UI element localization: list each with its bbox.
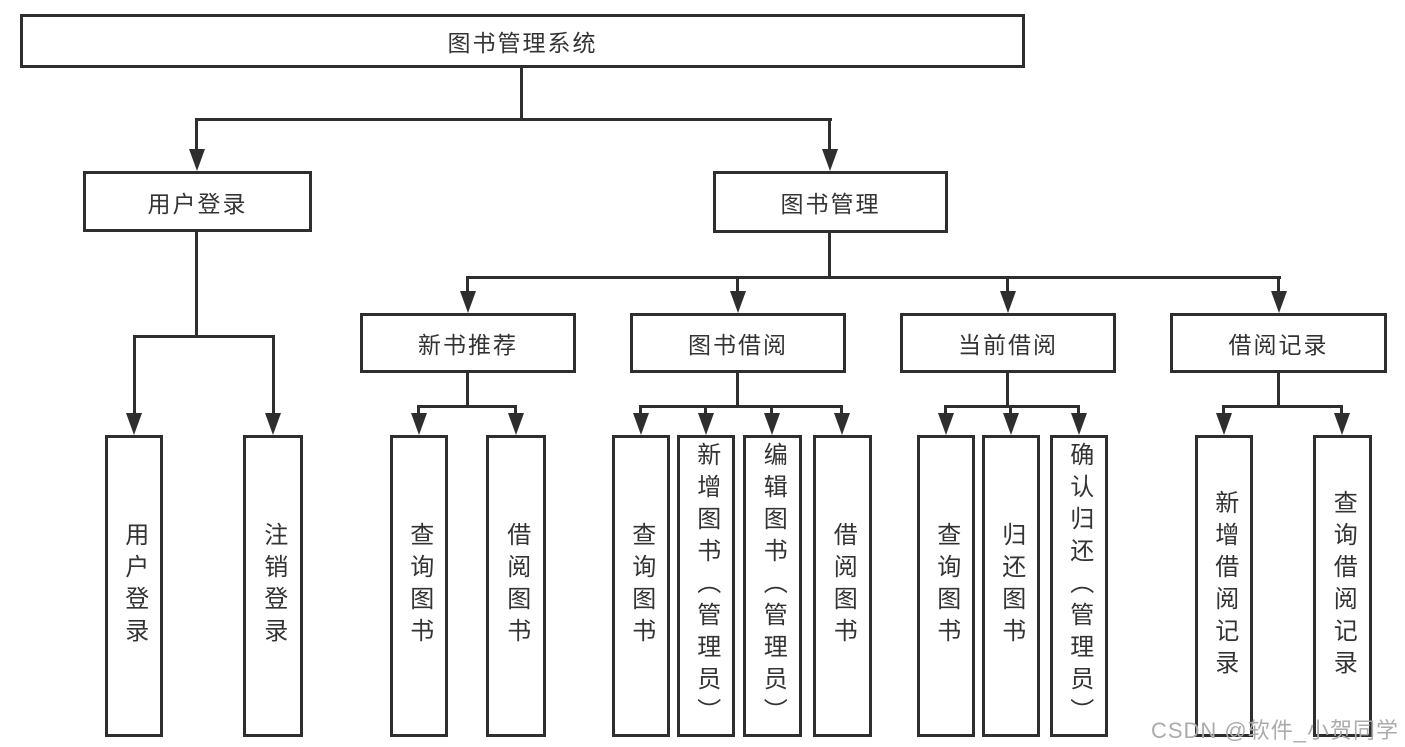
connector-root-stem [520,68,523,118]
connector-user-login-stem [195,232,198,335]
node-book-management-system: 图书管理系统 [20,14,1025,68]
arrowhead-query-borrow-record [1334,413,1350,435]
node-confirm-return-admin-label: 确认归还（管理员） [1065,442,1093,730]
node-user-login-leaf-label: 用户登录 [120,522,148,650]
connector-new-book-recommendation-stem [466,373,469,405]
connector-drop-query-books-1 [417,405,420,417]
arrowhead-borrow-books-1 [508,413,524,435]
connector-drop-add-books-admin [704,405,707,417]
node-borrow-books-2: 借阅图书 [813,435,872,737]
node-edit-books-admin-label: 编辑图书（管理员） [759,442,787,730]
connector-drop-book-borrowing [736,276,739,294]
arrowhead-borrow-books-2 [834,413,850,435]
node-query-borrow-record: 查询借阅记录 [1313,435,1372,737]
arrowhead-book-management [822,149,838,171]
node-add-books-admin-label: 新增图书（管理员） [692,442,720,730]
node-query-books-1: 查询图书 [390,435,448,737]
node-add-borrow-record-label: 新增借阅记录 [1210,490,1238,682]
connector-drop-return-books [1009,405,1012,417]
node-edit-books-admin: 编辑图书（管理员） [743,435,802,737]
arrowhead-query-books-2 [633,413,649,435]
arrowhead-logout-leaf [265,413,281,435]
connector-drop-query-books-2 [639,405,642,417]
arrowhead-current-borrowing [1000,291,1016,313]
connector-drop-login-leaf [133,335,136,417]
connector-current-borrowing-stem [1006,373,1009,405]
connector-user-login-rail [133,335,275,338]
node-query-borrow-record-label: 查询借阅记录 [1329,490,1357,682]
connector-drop-logout-leaf [272,335,275,417]
arrowhead-query-books-1 [411,413,427,435]
arrowhead-book-borrowing [730,291,746,313]
node-borrowing-records: 借阅记录 [1170,313,1387,373]
connector-book-management-stem [828,233,831,276]
node-logout-label: 注销登录 [259,522,287,650]
connector-book-borrowing-stem [736,373,739,405]
csdn-watermark: CSDN @软件_小贺同学 [1150,718,1399,743]
connector-borrowing-records-rail [1222,405,1343,408]
node-query-books-3-label: 查询图书 [932,522,960,650]
arrowhead-query-books-3 [938,413,954,435]
arrowhead-user-login [189,149,205,171]
arrowhead-login-leaf [126,413,142,435]
node-book-management: 图书管理 [713,171,948,233]
node-borrow-books-2-label: 借阅图书 [829,522,857,650]
node-book-borrowing: 图书借阅 [630,313,846,373]
arrowhead-add-borrow-record [1216,413,1232,435]
node-confirm-return-admin: 确认归还（管理员） [1050,435,1108,737]
connector-drop-borrow-books-2 [840,405,843,417]
node-query-books-1-label: 查询图书 [405,522,433,650]
node-add-borrow-record: 新增借阅记录 [1195,435,1253,737]
node-user-login: 用户登录 [83,171,312,232]
connector-drop-query-books-3 [944,405,947,417]
node-add-books-admin: 新增图书（管理员） [677,435,735,737]
connector-drop-borrowing-records [1277,276,1280,294]
node-return-books: 归还图书 [982,435,1040,737]
connector-new-book-recommendation-rail [417,405,517,408]
node-query-books-2-label: 查询图书 [627,522,655,650]
connector-current-borrowing-rail [944,405,1080,408]
connector-drop-new-book-recommendation [466,276,469,294]
node-query-books-2: 查询图书 [612,435,670,737]
connector-borrowing-records-stem [1277,373,1280,405]
connector-root-rail [195,118,832,121]
connector-drop-user-login [195,118,198,152]
arrowhead-confirm-return-admin [1071,413,1087,435]
connector-drop-add-borrow-record [1222,405,1225,417]
node-borrow-books-1-label: 借阅图书 [502,522,530,650]
connector-drop-query-borrow-record [1340,405,1343,417]
arrowhead-return-books [1003,413,1019,435]
connector-book-borrowing-rail [639,405,843,408]
arrowhead-new-book-recommendation [460,291,476,313]
connector-drop-book-management [828,118,831,152]
arrowhead-edit-books-admin [764,413,780,435]
connector-drop-borrow-books-1 [514,405,517,417]
arrowhead-add-books-admin [698,413,714,435]
connector-book-management-rail [466,276,1281,279]
connector-drop-edit-books-admin [770,405,773,417]
node-current-borrowing: 当前借阅 [900,313,1116,373]
node-new-book-recommendation: 新书推荐 [360,313,576,373]
node-query-books-3: 查询图书 [917,435,975,737]
node-borrow-books-1: 借阅图书 [486,435,546,737]
connector-drop-current-borrowing [1006,276,1009,294]
connector-drop-confirm-return-admin [1077,405,1080,417]
node-return-books-label: 归还图书 [997,522,1025,650]
node-logout: 注销登录 [243,435,303,737]
arrowhead-borrowing-records [1271,291,1287,313]
node-user-login-leaf: 用户登录 [105,435,163,737]
